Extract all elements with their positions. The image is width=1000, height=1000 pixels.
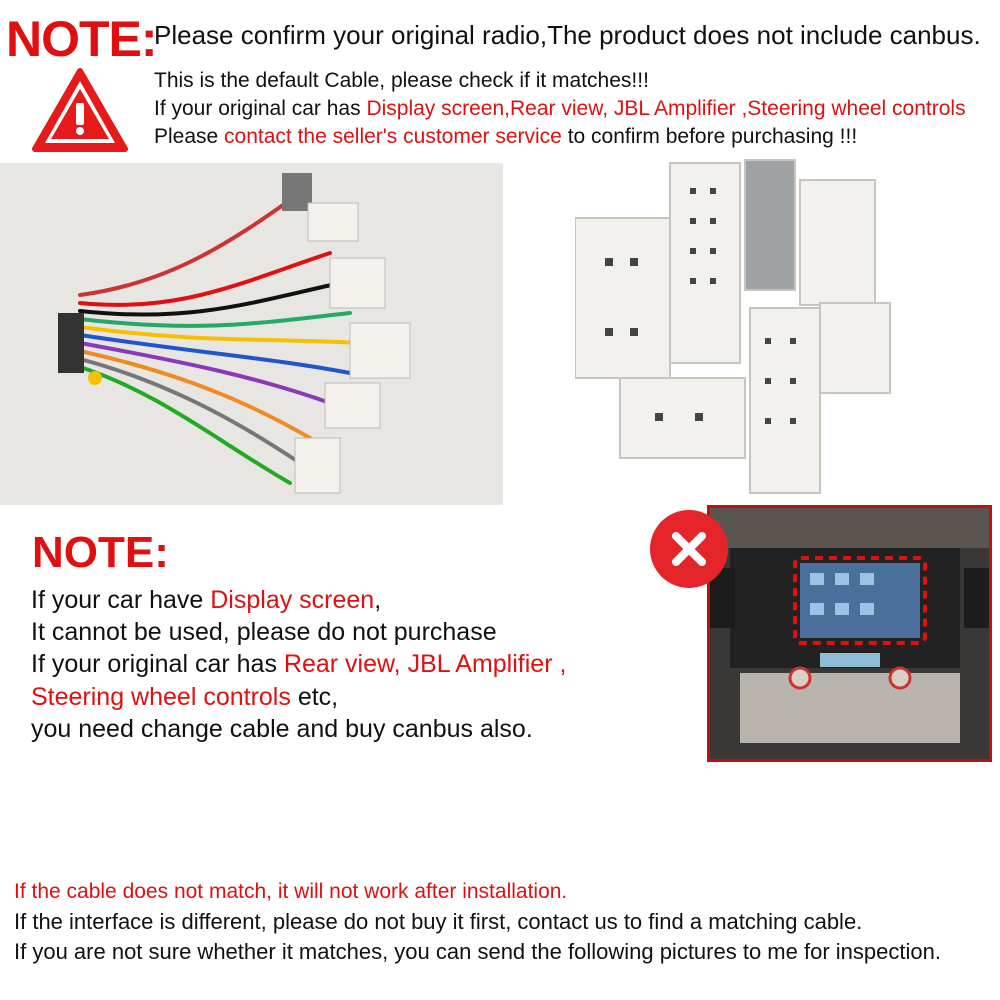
footer-send-pictures-line: If you are not sure whether it matches, …	[14, 939, 941, 964]
note-line-display-prefix: If your car have	[31, 586, 211, 614]
note-line-steering: Steering wheel controls etc,	[31, 683, 338, 712]
default-cable-line: This is the default Cable, please check …	[154, 69, 649, 92]
contact-line: Please contact the seller's customer ser…	[154, 125, 857, 149]
note-section-title: NOTE:	[32, 528, 169, 577]
wiring-harness-photo	[0, 163, 503, 505]
original-car-prefix: If your original car has	[154, 97, 367, 120]
note-line-canbus: you need change cable and buy canbus als…	[31, 715, 533, 743]
contact-seller-text: contact the seller's customer service	[224, 125, 562, 148]
note-line-display: If your car have Display screen,	[31, 586, 381, 615]
warning-icon	[30, 65, 130, 155]
contact-suffix: to confirm before purchasing !!!	[561, 125, 858, 148]
contact-prefix: Please	[154, 125, 225, 148]
footer-warning: If the cable does not match, it will not…	[14, 880, 568, 903]
note-line-original-car: If your original car has Rear view, JBL …	[31, 650, 566, 679]
car-dashboard-display-photo	[707, 505, 992, 762]
note-line-steering-suffix: etc,	[290, 683, 339, 711]
note-line-original-red: Rear view, JBL Amplifier ,	[283, 650, 567, 678]
connector-plugs-photo	[574, 158, 895, 498]
note-line-cannot-use: It cannot be used, please do not purchas…	[31, 618, 497, 646]
footer-interface-line: If the interface is different, please do…	[14, 909, 863, 934]
note-heading: NOTE:	[6, 11, 158, 67]
original-car-line: If your original car has Display screen,…	[154, 97, 966, 121]
headline: Please confirm your original radio,The p…	[154, 20, 981, 50]
note-line-original-prefix: If your original car has	[31, 650, 284, 678]
reject-cross-icon	[650, 510, 728, 588]
original-car-features: Display screen,Rear view, JBL Amplifier …	[366, 97, 966, 120]
note-line-display-red: Display screen	[210, 586, 375, 614]
note-line-steering-red: Steering wheel controls	[31, 683, 291, 711]
note-line-display-suffix: ,	[374, 586, 382, 614]
